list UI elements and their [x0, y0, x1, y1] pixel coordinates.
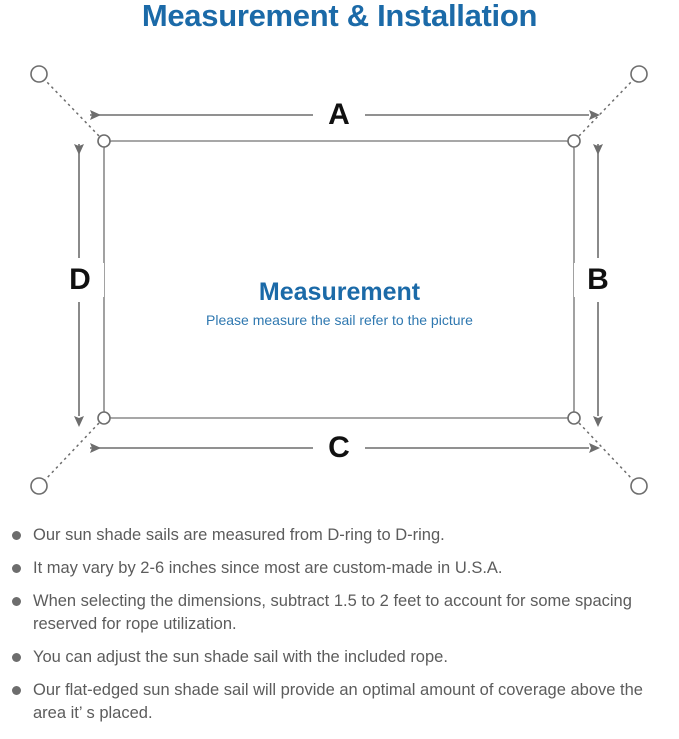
- anchor-top-right: [630, 65, 648, 83]
- bullet-icon: [12, 686, 21, 695]
- bullet-icon: [12, 597, 21, 606]
- rope-line-bottom-left: [44, 422, 100, 481]
- list-item-text: Our flat-edged sun shade sail will provi…: [33, 681, 643, 722]
- diagram-svg: [30, 65, 648, 495]
- list-item: You can adjust the sun shade sail with t…: [0, 646, 679, 669]
- list-item-text: When selecting the dimensions, subtract …: [33, 592, 632, 633]
- anchor-bottom-right: [630, 477, 648, 495]
- dimension-label-b: B: [574, 263, 622, 297]
- anchor-top-left: [30, 65, 48, 83]
- page-title: Measurement & Installation: [141, 0, 538, 33]
- dimension-label-a: A: [313, 98, 365, 132]
- rope-line-bottom-right: [578, 422, 634, 481]
- list-item: When selecting the dimensions, subtract …: [0, 590, 679, 636]
- notes-list: Our sun shade sails are measured from D-…: [0, 524, 679, 735]
- list-item-text: It may vary by 2-6 inches since most are…: [33, 559, 503, 577]
- d-ring-top-left: [97, 134, 111, 148]
- list-item-text: Our sun shade sails are measured from D-…: [33, 526, 445, 544]
- dimension-label-c: C: [313, 431, 365, 465]
- rope-line-top-right: [578, 79, 634, 137]
- anchor-bottom-left: [30, 477, 48, 495]
- list-item: It may vary by 2-6 inches since most are…: [0, 557, 679, 580]
- bullet-icon: [12, 653, 21, 662]
- list-item-text: You can adjust the sun shade sail with t…: [33, 648, 448, 666]
- bullet-icon: [12, 531, 21, 540]
- dimension-label-d: D: [56, 263, 104, 297]
- sail-measurement-diagram: Measurement Please measure the sail refe…: [0, 40, 679, 520]
- rope-line-top-left: [44, 79, 100, 137]
- d-ring-bottom-right: [567, 411, 581, 425]
- d-ring-top-right: [567, 134, 581, 148]
- list-item: Our flat-edged sun shade sail will provi…: [0, 679, 679, 725]
- sail-shape: [103, 140, 575, 419]
- list-item: Our sun shade sails are measured from D-…: [0, 524, 679, 547]
- d-ring-bottom-left: [97, 411, 111, 425]
- bullet-icon: [12, 564, 21, 573]
